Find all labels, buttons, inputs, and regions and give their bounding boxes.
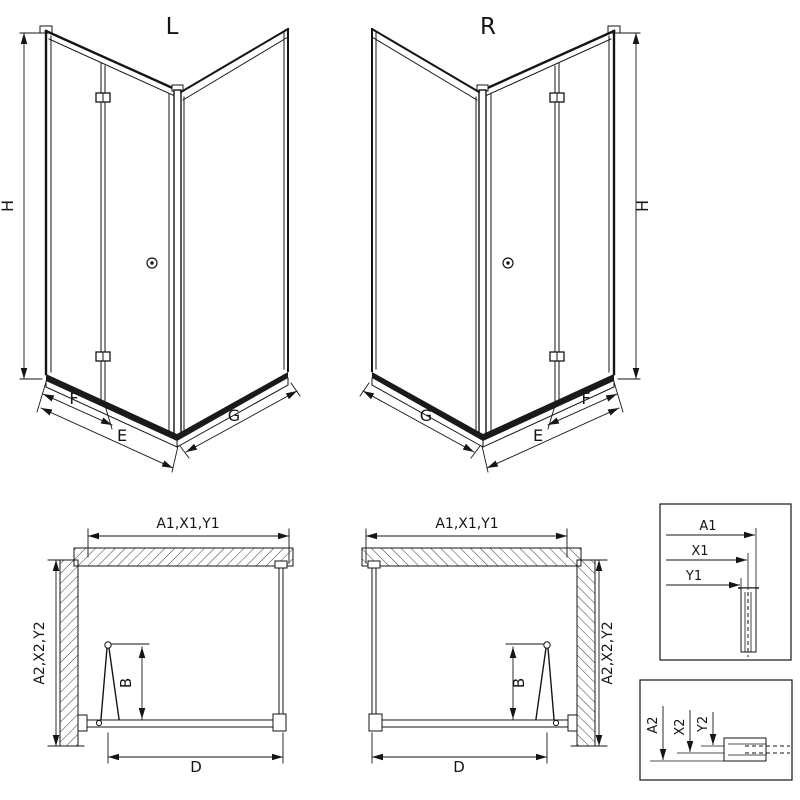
labels: L H F E G R H F E G A1,X1,Y1 A2,X2,Y2 B … <box>0 14 717 776</box>
dim-label-h-left: H <box>0 200 17 212</box>
dim-label-g-left: G <box>228 406 240 425</box>
dim-label-a2-plan-right: A2,X2,Y2 <box>600 621 616 684</box>
dim-label-y1-detail: Y1 <box>685 569 702 584</box>
dim-label-h-right: H <box>633 200 652 212</box>
dim-label-d-plan-right: D <box>453 758 465 776</box>
dim-label-x2-detail: X2 <box>673 718 688 735</box>
dim-label-a2-detail: A2 <box>646 716 661 733</box>
dim-label-a1-detail: A1 <box>699 519 716 534</box>
iso-view-left <box>20 26 300 472</box>
iso-view-right <box>360 26 640 472</box>
dimension-lines <box>666 531 755 589</box>
plan-view-left <box>48 529 293 763</box>
dim-label-a2-plan-left: A2,X2,Y2 <box>32 621 48 684</box>
dim-label-a1-plan-right: A1,X1,Y1 <box>435 516 498 532</box>
detail-box-top <box>659 503 792 661</box>
detail-view-top <box>659 503 792 661</box>
dim-label-e-left: E <box>117 426 127 445</box>
dim-label-a1-plan-left: A1,X1,Y1 <box>156 516 219 532</box>
dimension-lines <box>659 706 717 760</box>
variant-label-left: L <box>166 14 179 40</box>
variant-label-right: R <box>480 14 496 40</box>
dim-label-x1-detail: X1 <box>691 544 708 559</box>
detail-view-bottom <box>639 679 793 781</box>
plan-view-right <box>362 529 607 763</box>
dim-label-d-plan-left: D <box>190 758 202 776</box>
dim-label-f-right: F <box>581 389 590 408</box>
dim-label-e-right: E <box>533 426 543 445</box>
detail-box-bottom <box>639 679 793 781</box>
dim-label-b-plan-right: B <box>510 678 528 688</box>
dim-label-b-plan-left: B <box>117 678 135 688</box>
dim-label-y2-detail: Y2 <box>696 716 711 733</box>
floor-profile-section <box>723 737 767 762</box>
dim-label-g-right: G <box>420 406 432 425</box>
dim-label-f-left: F <box>69 389 78 408</box>
